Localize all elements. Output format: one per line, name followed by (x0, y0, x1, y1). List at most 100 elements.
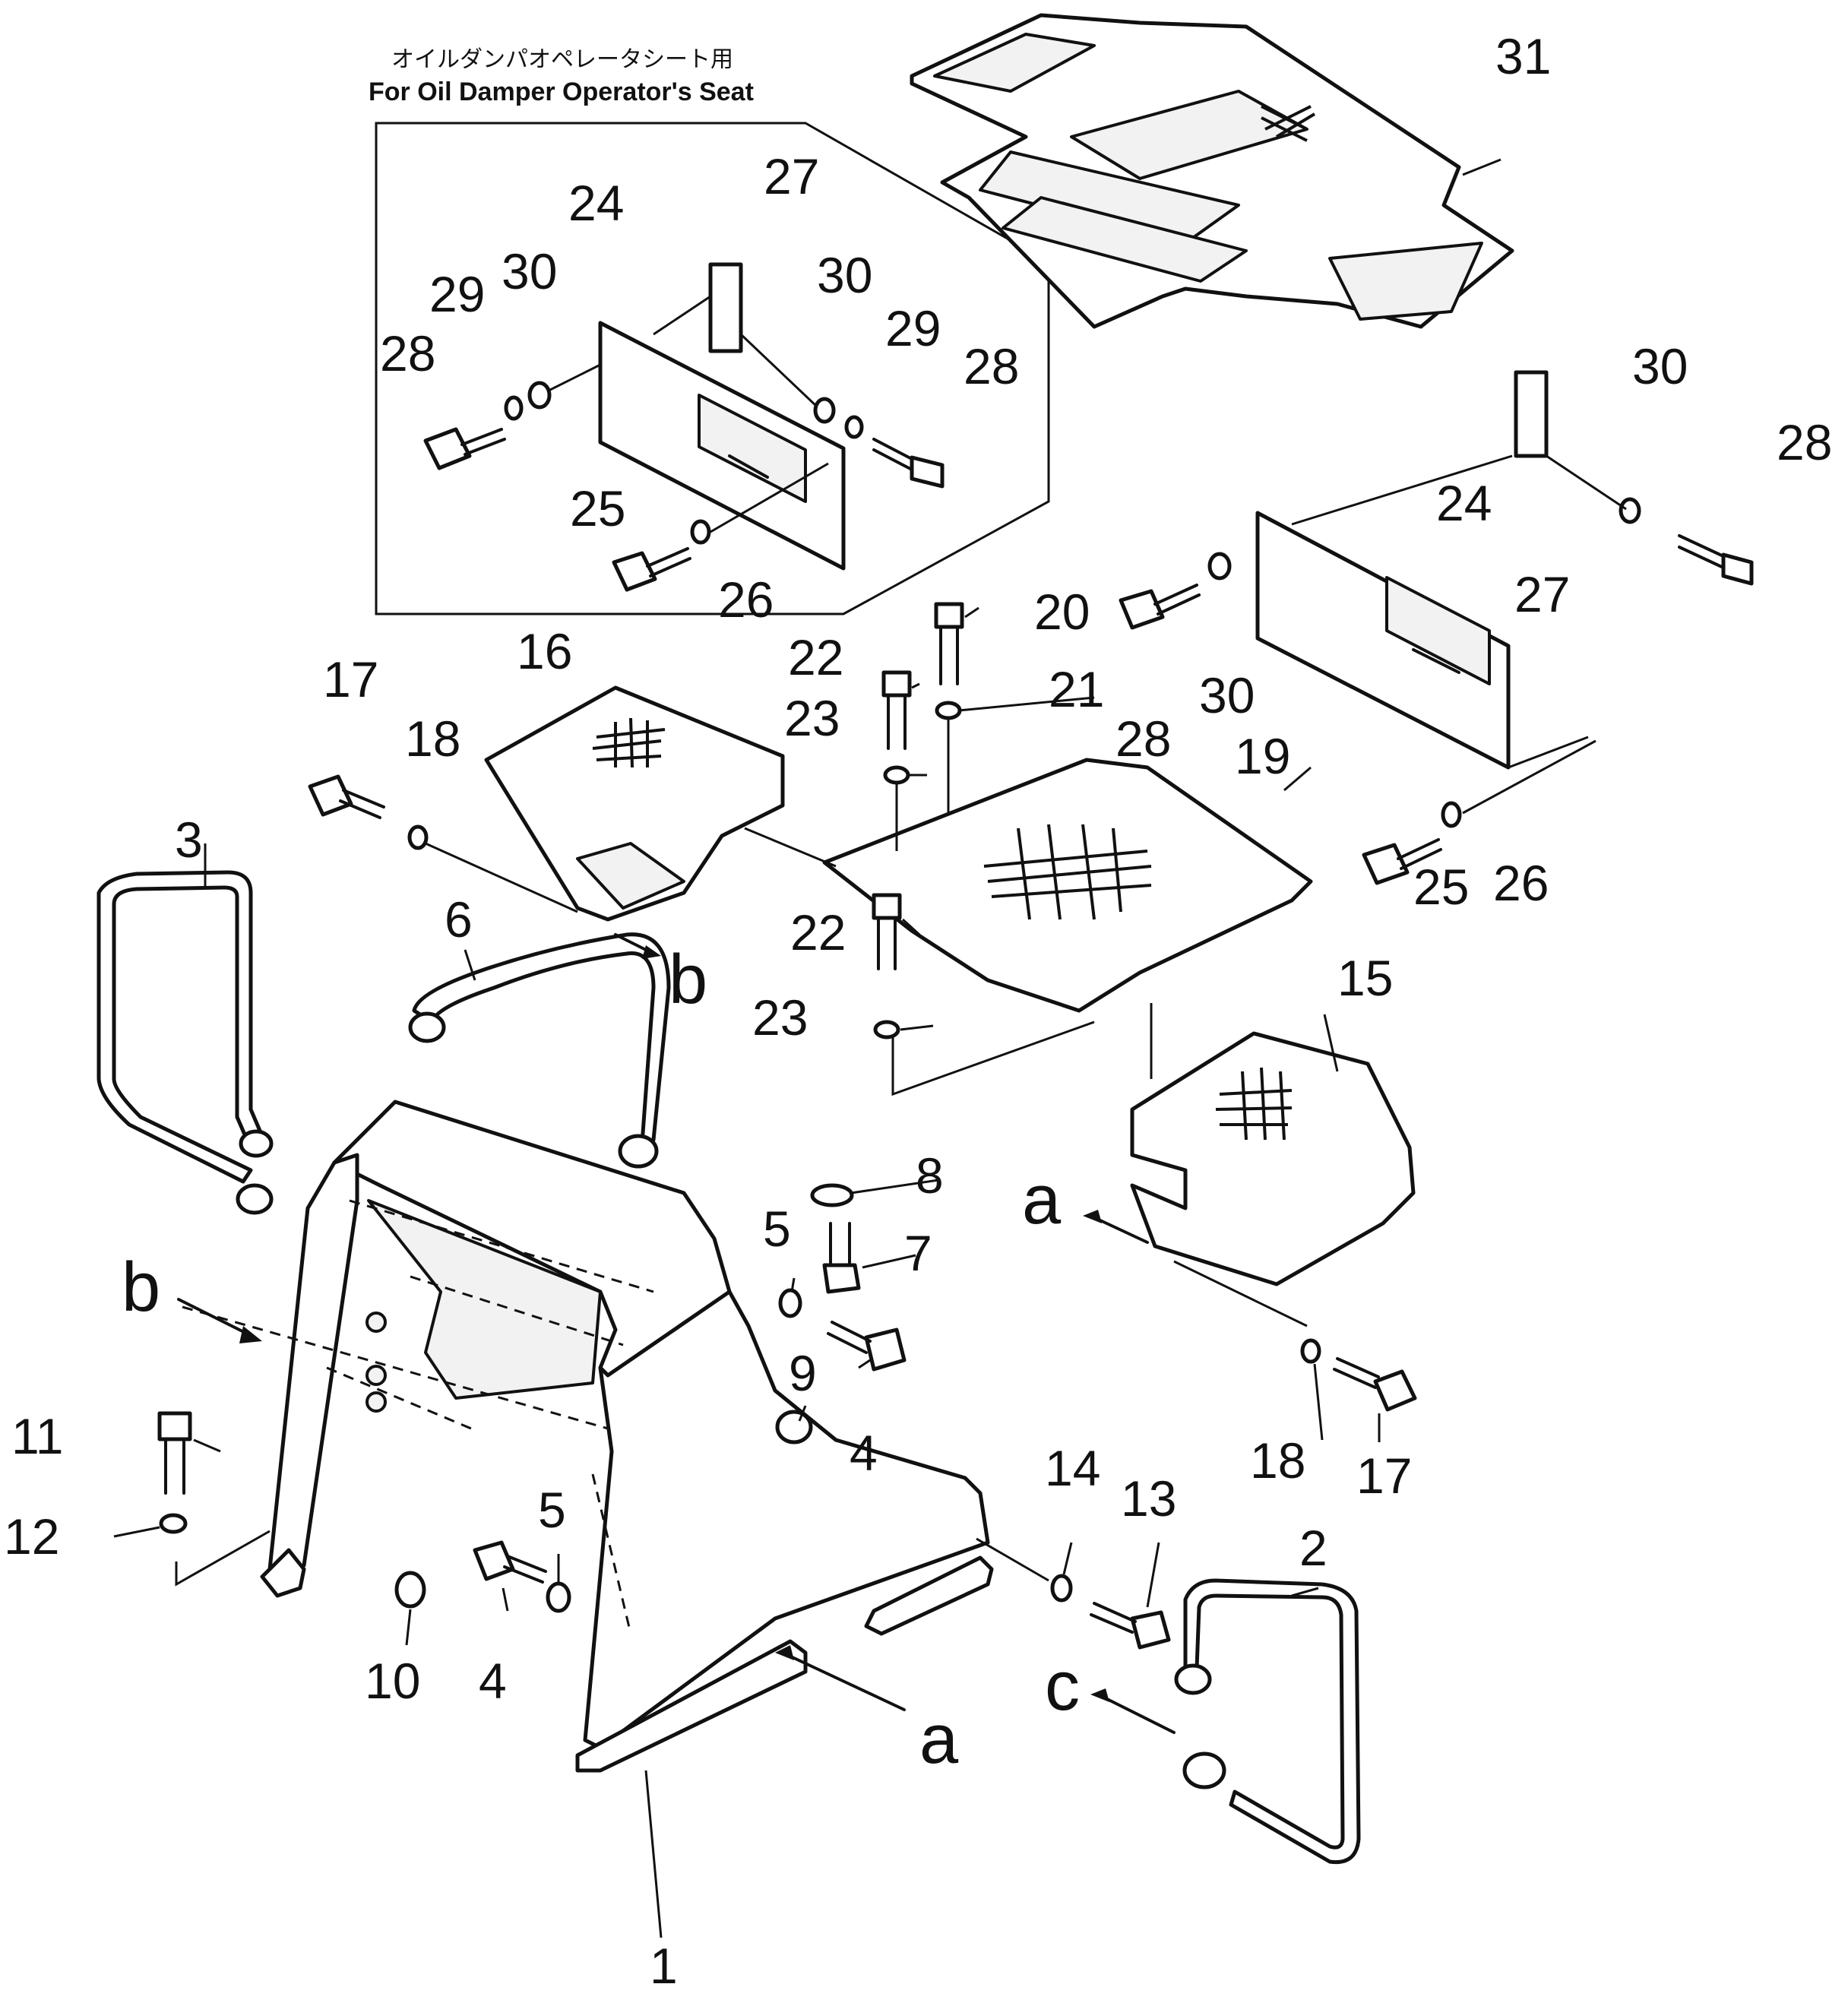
bolt-22-lower (872, 893, 902, 970)
inset-washer-26 (690, 519, 711, 545)
label-30-right: 30 (1632, 338, 1688, 394)
washer-5-upper (778, 1288, 802, 1318)
bolt-4-lower (473, 1540, 547, 1584)
inset-bolt-25 (612, 547, 691, 592)
inset-oil-damper-seat: オイルダンパオペレータシート用 For Oil Damper Operator'… (369, 46, 1050, 615)
label-17-left: 17 (323, 651, 378, 707)
washer-8 (810, 1183, 854, 1207)
grommet-9 (775, 1410, 813, 1445)
label-4-lower: 4 (479, 1653, 507, 1709)
label-11: 11 (11, 1408, 64, 1464)
cover-15-mesh (1215, 1067, 1293, 1141)
handrail-6-end-left (408, 1011, 446, 1043)
washer-30-right-top (1619, 497, 1641, 524)
handrail-3-end-top (239, 1129, 274, 1158)
inset-bolt-28-left (423, 427, 506, 470)
bolt-11 (157, 1411, 192, 1495)
label-9: 9 (789, 1345, 817, 1401)
cover-15 (1130, 1031, 1416, 1286)
washer-14 (1050, 1574, 1073, 1603)
handrail-6 (412, 932, 671, 1146)
plate-27-right (1514, 370, 1549, 458)
inset-caption-jp: オイルダンパオペレータシート用 (391, 46, 733, 73)
label-17-right: 17 (1356, 1448, 1412, 1504)
inset-washer-29-right (844, 415, 864, 439)
label-29-inset-left: 29 (429, 266, 485, 322)
label-30-inset-left: 30 (502, 243, 557, 299)
inset-caption-en: For Oil Damper Operator's Seat (369, 78, 754, 106)
label-6: 6 (445, 891, 473, 948)
label-24-right: 24 (1436, 475, 1492, 531)
bolt-4-upper (827, 1321, 907, 1372)
handrail-6-end-right (618, 1134, 659, 1169)
label-13: 13 (1121, 1470, 1176, 1527)
label-30-center: 30 (1199, 667, 1255, 723)
ref-letter-a-right: a (1022, 1161, 1062, 1239)
frame-1-foot-left (260, 1548, 306, 1598)
label-21: 21 (1049, 661, 1104, 717)
handrail-3-end-bottom (236, 1183, 274, 1215)
grommet-10 (394, 1571, 426, 1609)
ref-letter-b-upper: b (669, 941, 707, 1018)
label-25-right: 25 (1413, 859, 1469, 915)
handrail-2 (1183, 1578, 1361, 1865)
label-3: 3 (175, 812, 203, 868)
leader-lines (113, 158, 1502, 1938)
label-7: 7 (904, 1225, 932, 1281)
label-28-right: 28 (1777, 414, 1832, 470)
washer-5-lower (546, 1581, 571, 1613)
frame-1-foot-bottom (575, 1639, 808, 1773)
label-10: 10 (365, 1653, 420, 1709)
label-1: 1 (650, 1938, 678, 1994)
inset-frame (375, 122, 1050, 615)
washer-18-left (407, 824, 429, 850)
inset-plate-27 (708, 262, 743, 353)
bolt-7 (822, 1222, 861, 1294)
label-22-lower: 22 (790, 904, 846, 960)
label-31: 31 (1495, 28, 1551, 84)
label-16: 16 (517, 623, 572, 679)
bracket-24-right (1255, 511, 1511, 770)
label-26-right: 26 (1493, 855, 1549, 911)
frame-1-foot-right (864, 1555, 994, 1636)
label-18-right: 18 (1250, 1432, 1305, 1489)
handrail-2-end-top (1174, 1663, 1212, 1695)
handrail-3 (97, 870, 264, 1184)
label-24-inset: 24 (568, 175, 624, 231)
ref-letter-a-bottom: a (919, 1701, 959, 1778)
label-28-inset-left: 28 (380, 325, 435, 381)
cover-16-mesh (592, 717, 666, 768)
label-4-upper: 4 (850, 1425, 878, 1481)
label-23-lower: 23 (752, 989, 808, 1046)
floor-plate-19 (822, 758, 1313, 1013)
label-2: 2 (1299, 1520, 1327, 1576)
floor-mat-31 (910, 13, 1514, 329)
bolt-28-center (1119, 584, 1201, 630)
ref-letters: a a b b c (122, 941, 1080, 1778)
bolt-13 (1090, 1602, 1171, 1650)
bolt-22-upper (881, 670, 912, 750)
label-18-left: 18 (405, 710, 460, 767)
label-8: 8 (916, 1147, 944, 1204)
cover-16 (484, 685, 785, 922)
floor-mat-mesh (1261, 105, 1316, 142)
label-27-inset: 27 (764, 148, 819, 204)
washer-30-center (1207, 552, 1232, 581)
floor-plate-19-mesh (983, 824, 1152, 920)
washer-23-upper (883, 765, 910, 785)
frame-1 (182, 1100, 994, 1773)
label-28-inset-right: 28 (964, 338, 1019, 394)
bolt-17-right (1333, 1357, 1417, 1412)
handrail-2-end-bottom (1182, 1751, 1226, 1789)
bolt-17-left (308, 774, 385, 819)
bolt-25-right (1362, 838, 1442, 885)
label-19: 19 (1235, 728, 1290, 784)
washer-18-right (1300, 1338, 1321, 1364)
inset-bolt-28-right (872, 438, 945, 489)
label-23-upper: 23 (784, 690, 840, 746)
label-5-upper: 5 (763, 1201, 791, 1257)
washer-12 (159, 1513, 188, 1534)
label-15: 15 (1337, 950, 1393, 1006)
label-20: 20 (1034, 584, 1090, 640)
